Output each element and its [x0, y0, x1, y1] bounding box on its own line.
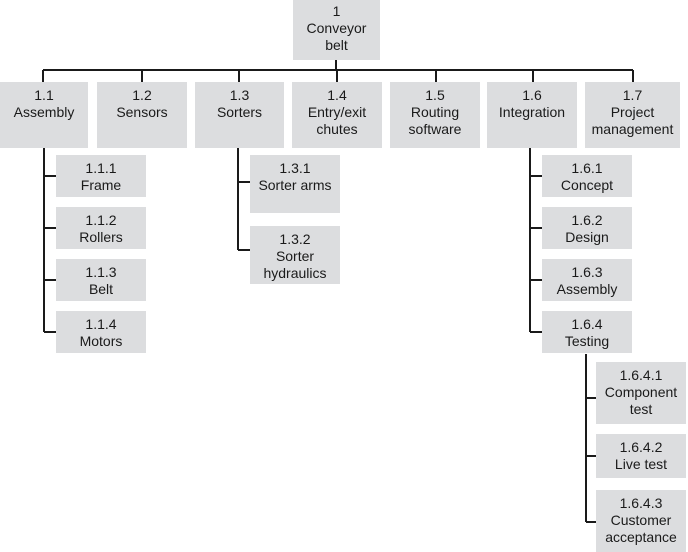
node-label: Assembly	[556, 281, 618, 297]
node-label: Design	[565, 229, 609, 245]
node-number: 1.6.1	[571, 160, 603, 176]
node-number: 1.6.4.3	[619, 495, 663, 511]
node-number: 1.4	[327, 87, 347, 103]
node-number: 1.6.2	[571, 212, 603, 228]
node-label: Sorter arms	[258, 177, 332, 193]
node-1-4-entry-exit-chutes: 1.4 Entry/exit chutes	[292, 82, 382, 148]
node-label: Live test	[614, 456, 668, 472]
node-1-7-project-management: 1.7 Project management	[585, 82, 680, 148]
node-label: Rollers	[79, 229, 123, 245]
node-label: Testing	[564, 333, 610, 349]
node-number: 1.7	[622, 87, 643, 103]
node-label: Project management	[591, 104, 674, 137]
node-number: 1.6.3	[571, 264, 603, 280]
node-label: Integration	[498, 104, 566, 120]
node-label: Belt	[88, 281, 114, 297]
node-1-6-2-design: 1.6.2 Design	[542, 207, 632, 249]
node-1-3-sorters: 1.3 Sorters	[195, 82, 284, 148]
node-number: 1.5	[425, 87, 445, 103]
node-1-6-4-2-live-test: 1.6.4.2 Live test	[596, 434, 686, 478]
node-label: Sensors	[116, 104, 168, 120]
node-1-2-sensors: 1.2 Sensors	[97, 82, 187, 148]
node-number: 1	[332, 3, 341, 19]
node-number: 1.6.4.1	[619, 367, 663, 383]
node-label: Sorter hydraulics	[263, 248, 327, 281]
node-label: Component test	[604, 384, 678, 417]
node-1-6-1-concept: 1.6.1 Concept	[542, 155, 632, 197]
node-1-1-3-belt: 1.1.3 Belt	[56, 259, 146, 301]
node-number: 1.3	[229, 87, 250, 103]
node-1-1-4-motors: 1.1.4 Motors	[56, 311, 146, 353]
node-number: 1.6.4.2	[619, 439, 663, 455]
node-1-6-integration: 1.6 Integration	[487, 82, 577, 148]
node-1-6-4-3-customer-acceptance: 1.6.4.3 Customer acceptance	[596, 490, 686, 552]
node-label: Motors	[79, 333, 123, 349]
node-label: Sorters	[216, 104, 263, 120]
node-number: 1.3.1	[279, 160, 311, 176]
node-label: Entry/exit chutes	[307, 104, 367, 137]
node-number: 1.1.4	[85, 316, 117, 332]
node-label: Concept	[560, 177, 614, 193]
node-number: 1.1.1	[85, 160, 117, 176]
node-number: 1.6	[522, 87, 542, 103]
node-number: 1.1.3	[85, 264, 117, 280]
node-label: Routing software	[408, 104, 462, 137]
node-number: 1.1	[34, 87, 54, 103]
node-1-1-1-frame: 1.1.1 Frame	[56, 155, 146, 197]
node-1-3-2-sorter-hydraulics: 1.3.2 Sorter hydraulics	[250, 226, 340, 284]
node-number: 1.2	[132, 87, 152, 103]
node-label: Customer acceptance	[605, 512, 677, 545]
node-1-3-1-sorter-arms: 1.3.1 Sorter arms	[250, 155, 340, 213]
node-1-conveyor-belt: 1 Conveyor belt	[293, 0, 380, 60]
node-label: Conveyor belt	[306, 20, 367, 53]
node-1-6-3-assembly: 1.6.3 Assembly	[542, 259, 632, 301]
node-number: 1.3.2	[279, 231, 311, 247]
node-label: Assembly	[13, 104, 75, 120]
node-1-1-assembly: 1.1 Assembly	[0, 82, 88, 148]
node-label: Frame	[80, 177, 122, 193]
node-1-5-routing-software: 1.5 Routing software	[390, 82, 480, 148]
node-1-6-4-1-component-test: 1.6.4.1 Component test	[596, 362, 686, 424]
node-number: 1.1.2	[85, 212, 117, 228]
node-1-1-2-rollers: 1.1.2 Rollers	[56, 207, 146, 249]
node-1-6-4-testing: 1.6.4 Testing	[542, 311, 632, 353]
node-number: 1.6.4	[571, 316, 603, 332]
